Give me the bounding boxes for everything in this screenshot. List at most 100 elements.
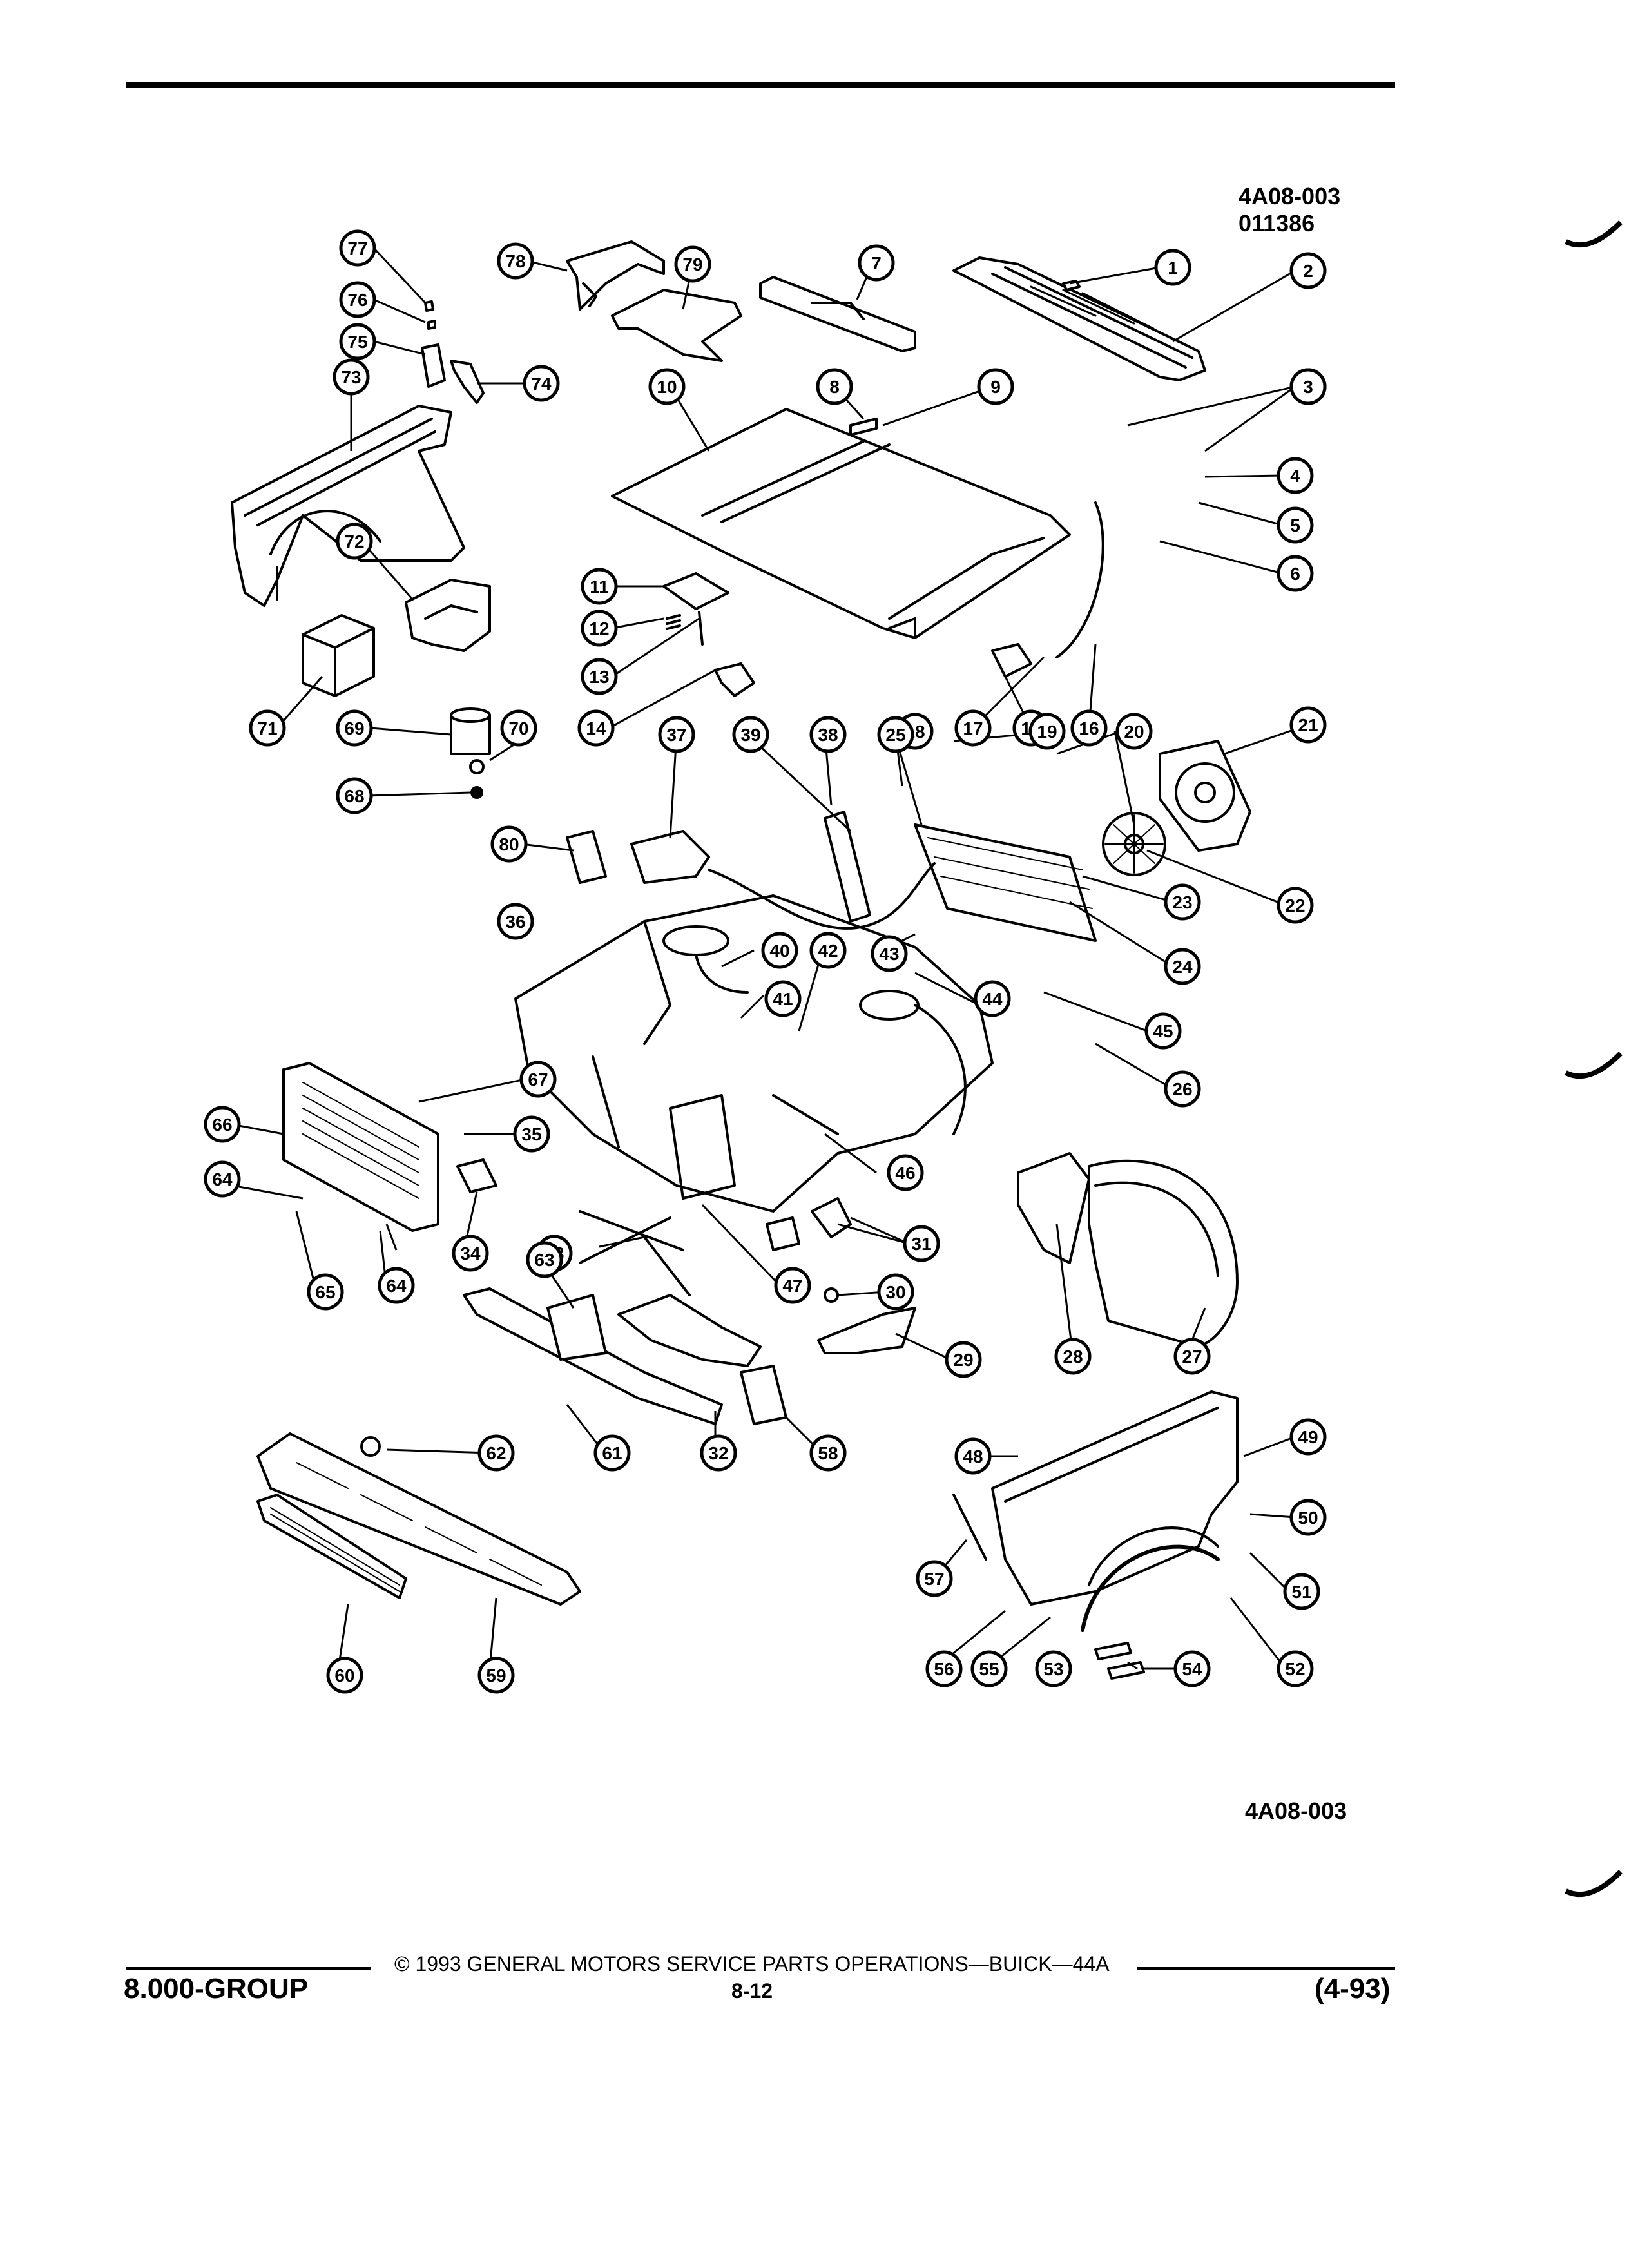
callout-circle <box>513 1115 550 1153</box>
callout-circle <box>339 323 376 360</box>
wheelhouse-splash-shield <box>1017 1152 1090 1264</box>
callout-24: 24 <box>1164 948 1201 985</box>
callout-circle <box>974 980 1011 1017</box>
callout-70: 70 <box>500 709 537 747</box>
callout-5: 5 <box>1277 506 1314 544</box>
callout-circle <box>1154 249 1191 286</box>
callout-number: 47 <box>782 1276 802 1296</box>
callout-64: 64 <box>378 1267 415 1304</box>
callout-number: 60 <box>334 1666 354 1686</box>
deflector-panel-58 <box>740 1365 787 1425</box>
mount-bracket-31 <box>766 1197 852 1251</box>
callout-circle <box>1277 1650 1314 1687</box>
figure-number: 011386 <box>1239 210 1315 236</box>
callout-circle <box>336 709 373 747</box>
callout-number: 27 <box>1182 1347 1202 1367</box>
callout-number: 76 <box>347 290 367 310</box>
callout-circle <box>477 1657 515 1694</box>
hood-lock-plate <box>662 572 729 610</box>
callout-number: 1 <box>1168 258 1178 278</box>
callout-circle <box>809 716 847 753</box>
callout-78: 78 <box>497 242 534 280</box>
callout-number: 37 <box>666 725 686 745</box>
callout-number: 69 <box>344 718 364 738</box>
callout-number: 63 <box>534 1250 554 1270</box>
callout-72: 72 <box>336 523 373 560</box>
callout-number: 55 <box>979 1659 999 1679</box>
callout-55: 55 <box>970 1650 1008 1687</box>
callout-number: 22 <box>1285 896 1305 916</box>
callout-circle <box>339 281 376 318</box>
callout-circle <box>1277 506 1314 544</box>
callout-circle <box>490 825 528 863</box>
callout-number: 39 <box>740 725 760 745</box>
callout-number: 28 <box>1063 1347 1083 1367</box>
binder-hole-mark <box>1565 1052 1623 1079</box>
callout-circle <box>674 245 711 283</box>
cooling-fan-shroud <box>1159 740 1251 852</box>
hood-lock-latch <box>714 662 755 697</box>
front-wheelhouse-liner <box>1088 1159 1239 1348</box>
callout-48: 48 <box>954 1437 992 1475</box>
callout-circle <box>339 229 376 267</box>
callout-number: 29 <box>953 1350 973 1370</box>
callout-number: 24 <box>1172 957 1193 977</box>
callout-number: 46 <box>895 1163 915 1183</box>
callout-number: 38 <box>818 725 838 745</box>
callout-2: 2 <box>1289 252 1327 289</box>
callout-63: 63 <box>526 1241 563 1278</box>
callout-circle <box>1164 883 1201 921</box>
air-deflector <box>817 1307 916 1354</box>
callout-circle <box>1054 1338 1092 1375</box>
callout-circle <box>336 523 373 560</box>
callout-23: 23 <box>1164 883 1201 921</box>
callout-circle <box>333 358 370 396</box>
callout-68: 68 <box>336 777 373 814</box>
callout-circle <box>809 1434 847 1472</box>
callout-circle <box>809 932 847 969</box>
callout-number: 4 <box>1290 466 1300 486</box>
callout-16: 16 <box>1070 709 1108 747</box>
callout-number: 64 <box>386 1276 407 1296</box>
callout-17: 17 <box>954 709 992 747</box>
callout-circle <box>577 709 615 747</box>
callout-number: 52 <box>1285 1659 1305 1679</box>
callout-circle <box>700 1434 737 1472</box>
hood-bumper-strip <box>849 418 878 436</box>
callout-6: 6 <box>1277 555 1314 592</box>
callout-number: 3 <box>1303 377 1313 397</box>
page-number: 8-12 <box>731 1979 773 2003</box>
callout-number: 80 <box>499 834 519 854</box>
callout-27: 27 <box>1173 1338 1211 1375</box>
callout-number: 40 <box>769 941 789 961</box>
callout-number: 21 <box>1298 715 1318 735</box>
radiator <box>282 1062 439 1232</box>
fender-brace <box>566 240 665 311</box>
clip-30 <box>824 1287 839 1303</box>
callout-20: 20 <box>1115 713 1153 750</box>
callout-number: 12 <box>589 619 609 639</box>
callout-64: 64 <box>204 1160 241 1198</box>
callout-circle <box>1115 713 1153 750</box>
callout-71: 71 <box>249 709 286 747</box>
callout-50: 50 <box>1289 1499 1327 1536</box>
callout-number: 8 <box>829 377 840 397</box>
filter-clip <box>469 759 485 774</box>
callout-9: 9 <box>977 368 1014 405</box>
callout-74: 74 <box>523 365 560 402</box>
footer-rule-left <box>126 1967 371 1970</box>
callout-66: 66 <box>204 1106 241 1143</box>
callout-number: 67 <box>528 1070 548 1090</box>
hood-lock-spring <box>666 611 704 646</box>
callout-number: 73 <box>341 367 361 387</box>
callout-number: 43 <box>879 944 899 964</box>
callout-31: 31 <box>903 1225 940 1262</box>
bracket-79 <box>611 289 742 362</box>
callout-circle <box>977 368 1014 405</box>
callout-42: 42 <box>809 932 847 969</box>
footer-rule-right <box>1137 1967 1395 1970</box>
fender-rod-57 <box>952 1494 987 1561</box>
callout-61: 61 <box>593 1434 631 1472</box>
callout-14: 14 <box>577 709 615 747</box>
callout-75: 75 <box>339 323 376 360</box>
